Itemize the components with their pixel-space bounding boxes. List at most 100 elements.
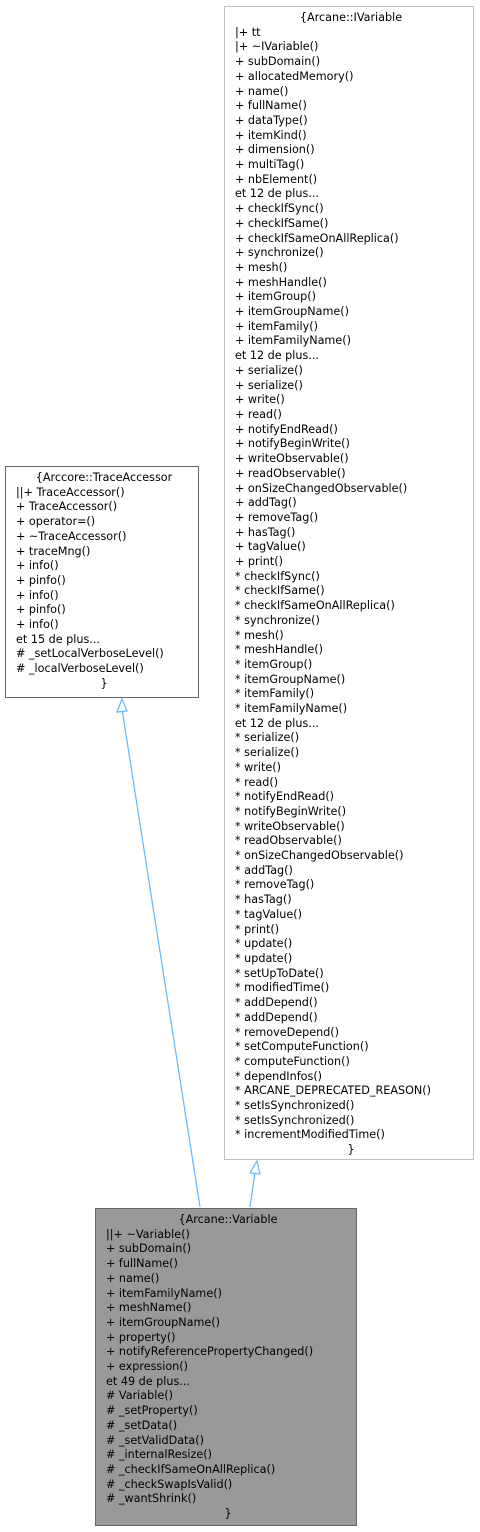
class-member: + fullName() bbox=[235, 99, 307, 113]
class-member: + hasTag() bbox=[235, 525, 296, 539]
class-member: + removeTag() bbox=[235, 510, 319, 524]
class-member: et 12 de plus... bbox=[235, 349, 319, 363]
member-list: ||+ ~Variable()+ subDomain()+ fullName()… bbox=[106, 1228, 350, 1507]
class-member: * itemFamily() bbox=[235, 687, 315, 701]
class-member: * ARCANE_DEPRECATED_REASON() bbox=[235, 1084, 431, 1098]
class-member: * removeTag() bbox=[235, 878, 315, 892]
class-member: + itemGroup() bbox=[235, 290, 316, 304]
class-member: + writeObservable() bbox=[235, 452, 349, 466]
class-member: + notifyEndRead() bbox=[235, 422, 338, 436]
class-member: |+ tt bbox=[235, 25, 261, 39]
class-member: + tagValue() bbox=[235, 540, 306, 554]
class-member: + ~TraceAccessor() bbox=[16, 529, 127, 543]
edge-variable-to-ivariable bbox=[249, 1171, 256, 1208]
class-member: + pinfo() bbox=[16, 603, 66, 617]
class-member: # _setData() bbox=[106, 1418, 178, 1432]
class-member: * addDepend() bbox=[235, 1010, 318, 1024]
class-member: # _setProperty() bbox=[106, 1404, 198, 1418]
class-member: + info() bbox=[16, 588, 59, 602]
class-member: * checkIfSame() bbox=[235, 584, 325, 598]
class-member: + checkIfSameOnAllReplica() bbox=[235, 231, 399, 245]
closing-brace: } bbox=[224, 1507, 232, 1521]
class-member: + itemFamily() bbox=[235, 319, 318, 333]
class-member: * setIsSynchronized() bbox=[235, 1099, 355, 1113]
class-member: # _setValidData() bbox=[106, 1433, 205, 1447]
class-member: * mesh() bbox=[235, 628, 284, 642]
class-member: + allocatedMemory() bbox=[235, 69, 354, 83]
member-list: ||+ TraceAccessor()+ TraceAccessor()+ op… bbox=[16, 486, 192, 677]
class-member: + info() bbox=[16, 618, 59, 632]
class-member: + TraceAccessor() bbox=[16, 500, 118, 514]
class-member: * readObservable() bbox=[235, 834, 342, 848]
class-member: * notifyEndRead() bbox=[235, 790, 335, 804]
class-member: * itemGroupName() bbox=[235, 672, 346, 686]
class-member: + write() bbox=[235, 393, 285, 407]
class-member: + info() bbox=[16, 559, 59, 573]
class-member: * computeFunction() bbox=[235, 1054, 350, 1068]
class-member: * notifyBeginWrite() bbox=[235, 804, 347, 818]
edge-variable-to-traceaccessor bbox=[121, 708, 201, 1208]
class-member: # _checkSwapIsValid() bbox=[106, 1477, 233, 1491]
class-member: * serialize() bbox=[235, 731, 300, 745]
class-member: * itemFamilyName() bbox=[235, 702, 348, 716]
class-member: + name() bbox=[235, 84, 289, 98]
class-member: + nbElement() bbox=[235, 172, 318, 186]
class-member: * removeDepend() bbox=[235, 1025, 340, 1039]
class-member: * setUpToDate() bbox=[235, 966, 324, 980]
closing-brace: } bbox=[347, 1143, 355, 1157]
class-member: * hasTag() bbox=[235, 893, 292, 907]
class-member: * addDepend() bbox=[235, 996, 318, 1010]
class-member: # _wantShrink() bbox=[106, 1492, 197, 1506]
class-member: * modifiedTime() bbox=[235, 981, 330, 995]
class-member: |+ ~IVariable() bbox=[235, 40, 319, 54]
class-member: + multiTag() bbox=[235, 158, 305, 172]
class-member: et 12 de plus... bbox=[235, 187, 319, 201]
class-member: * tagValue() bbox=[235, 907, 302, 921]
class-member: + mesh() bbox=[235, 260, 288, 274]
class-member: * onSizeChangedObservable() bbox=[235, 849, 404, 863]
class-member: + onSizeChangedObservable() bbox=[235, 481, 408, 495]
class-member: + operator=() bbox=[16, 515, 96, 529]
class-node-ivariable[interactable]: {Arcane::IVariable |+ tt|+ ~IVariable()+… bbox=[224, 6, 474, 1160]
class-member: + property() bbox=[106, 1330, 176, 1344]
class-member: * print() bbox=[235, 922, 280, 936]
class-member: # Variable() bbox=[106, 1389, 173, 1403]
class-member: + traceMng() bbox=[16, 544, 91, 558]
class-member: # _checkIfSameOnAllReplica() bbox=[106, 1462, 276, 1476]
class-member: + fullName() bbox=[106, 1257, 178, 1271]
class-member: + itemKind() bbox=[235, 128, 307, 142]
class-member: + itemFamilyName() bbox=[106, 1286, 222, 1300]
closing-brace: } bbox=[100, 676, 108, 690]
class-member: + subDomain() bbox=[235, 55, 321, 69]
class-member: # _localVerboseLevel() bbox=[16, 662, 144, 676]
class-member: * synchronize() bbox=[235, 613, 320, 627]
class-member: * write() bbox=[235, 760, 282, 774]
class-member: + subDomain() bbox=[106, 1242, 192, 1256]
class-member: + checkIfSync() bbox=[235, 202, 324, 216]
class-member: # _setLocalVerboseLevel() bbox=[16, 647, 164, 661]
class-member: ||+ TraceAccessor() bbox=[16, 485, 125, 499]
class-member: * checkIfSync() bbox=[235, 569, 320, 583]
class-member: + checkIfSame() bbox=[235, 216, 329, 230]
class-member: + addTag() bbox=[235, 496, 297, 510]
arrowhead-ivariable bbox=[249, 1159, 261, 1175]
class-member: + print() bbox=[235, 555, 283, 569]
class-node-variable[interactable]: {Arcane::Variable ||+ ~Variable()+ subDo… bbox=[95, 1208, 357, 1526]
class-member: + dataType() bbox=[235, 113, 308, 127]
class-member: + itemGroupName() bbox=[106, 1315, 220, 1329]
class-member: + itemGroupName() bbox=[235, 305, 349, 319]
class-member: # _internalResize() bbox=[106, 1448, 213, 1462]
class-member: * checkIfSameOnAllReplica() bbox=[235, 599, 395, 613]
class-member: et 49 de plus... bbox=[106, 1374, 190, 1388]
class-member: + notifyReferencePropertyChanged() bbox=[106, 1345, 314, 1359]
class-member: + serialize() bbox=[235, 363, 303, 377]
class-member: + meshName() bbox=[106, 1301, 192, 1315]
class-node-traceaccessor[interactable]: {Arccore::TraceAccessor ||+ TraceAccesso… bbox=[5, 466, 199, 698]
class-member: * serialize() bbox=[235, 746, 300, 760]
class-member: + synchronize() bbox=[235, 246, 324, 260]
class-member: + expression() bbox=[106, 1360, 189, 1374]
class-member: + dimension() bbox=[235, 143, 315, 157]
class-member: + pinfo() bbox=[16, 573, 66, 587]
class-member: * setIsSynchronized() bbox=[235, 1113, 355, 1127]
class-member: + serialize() bbox=[235, 378, 303, 392]
